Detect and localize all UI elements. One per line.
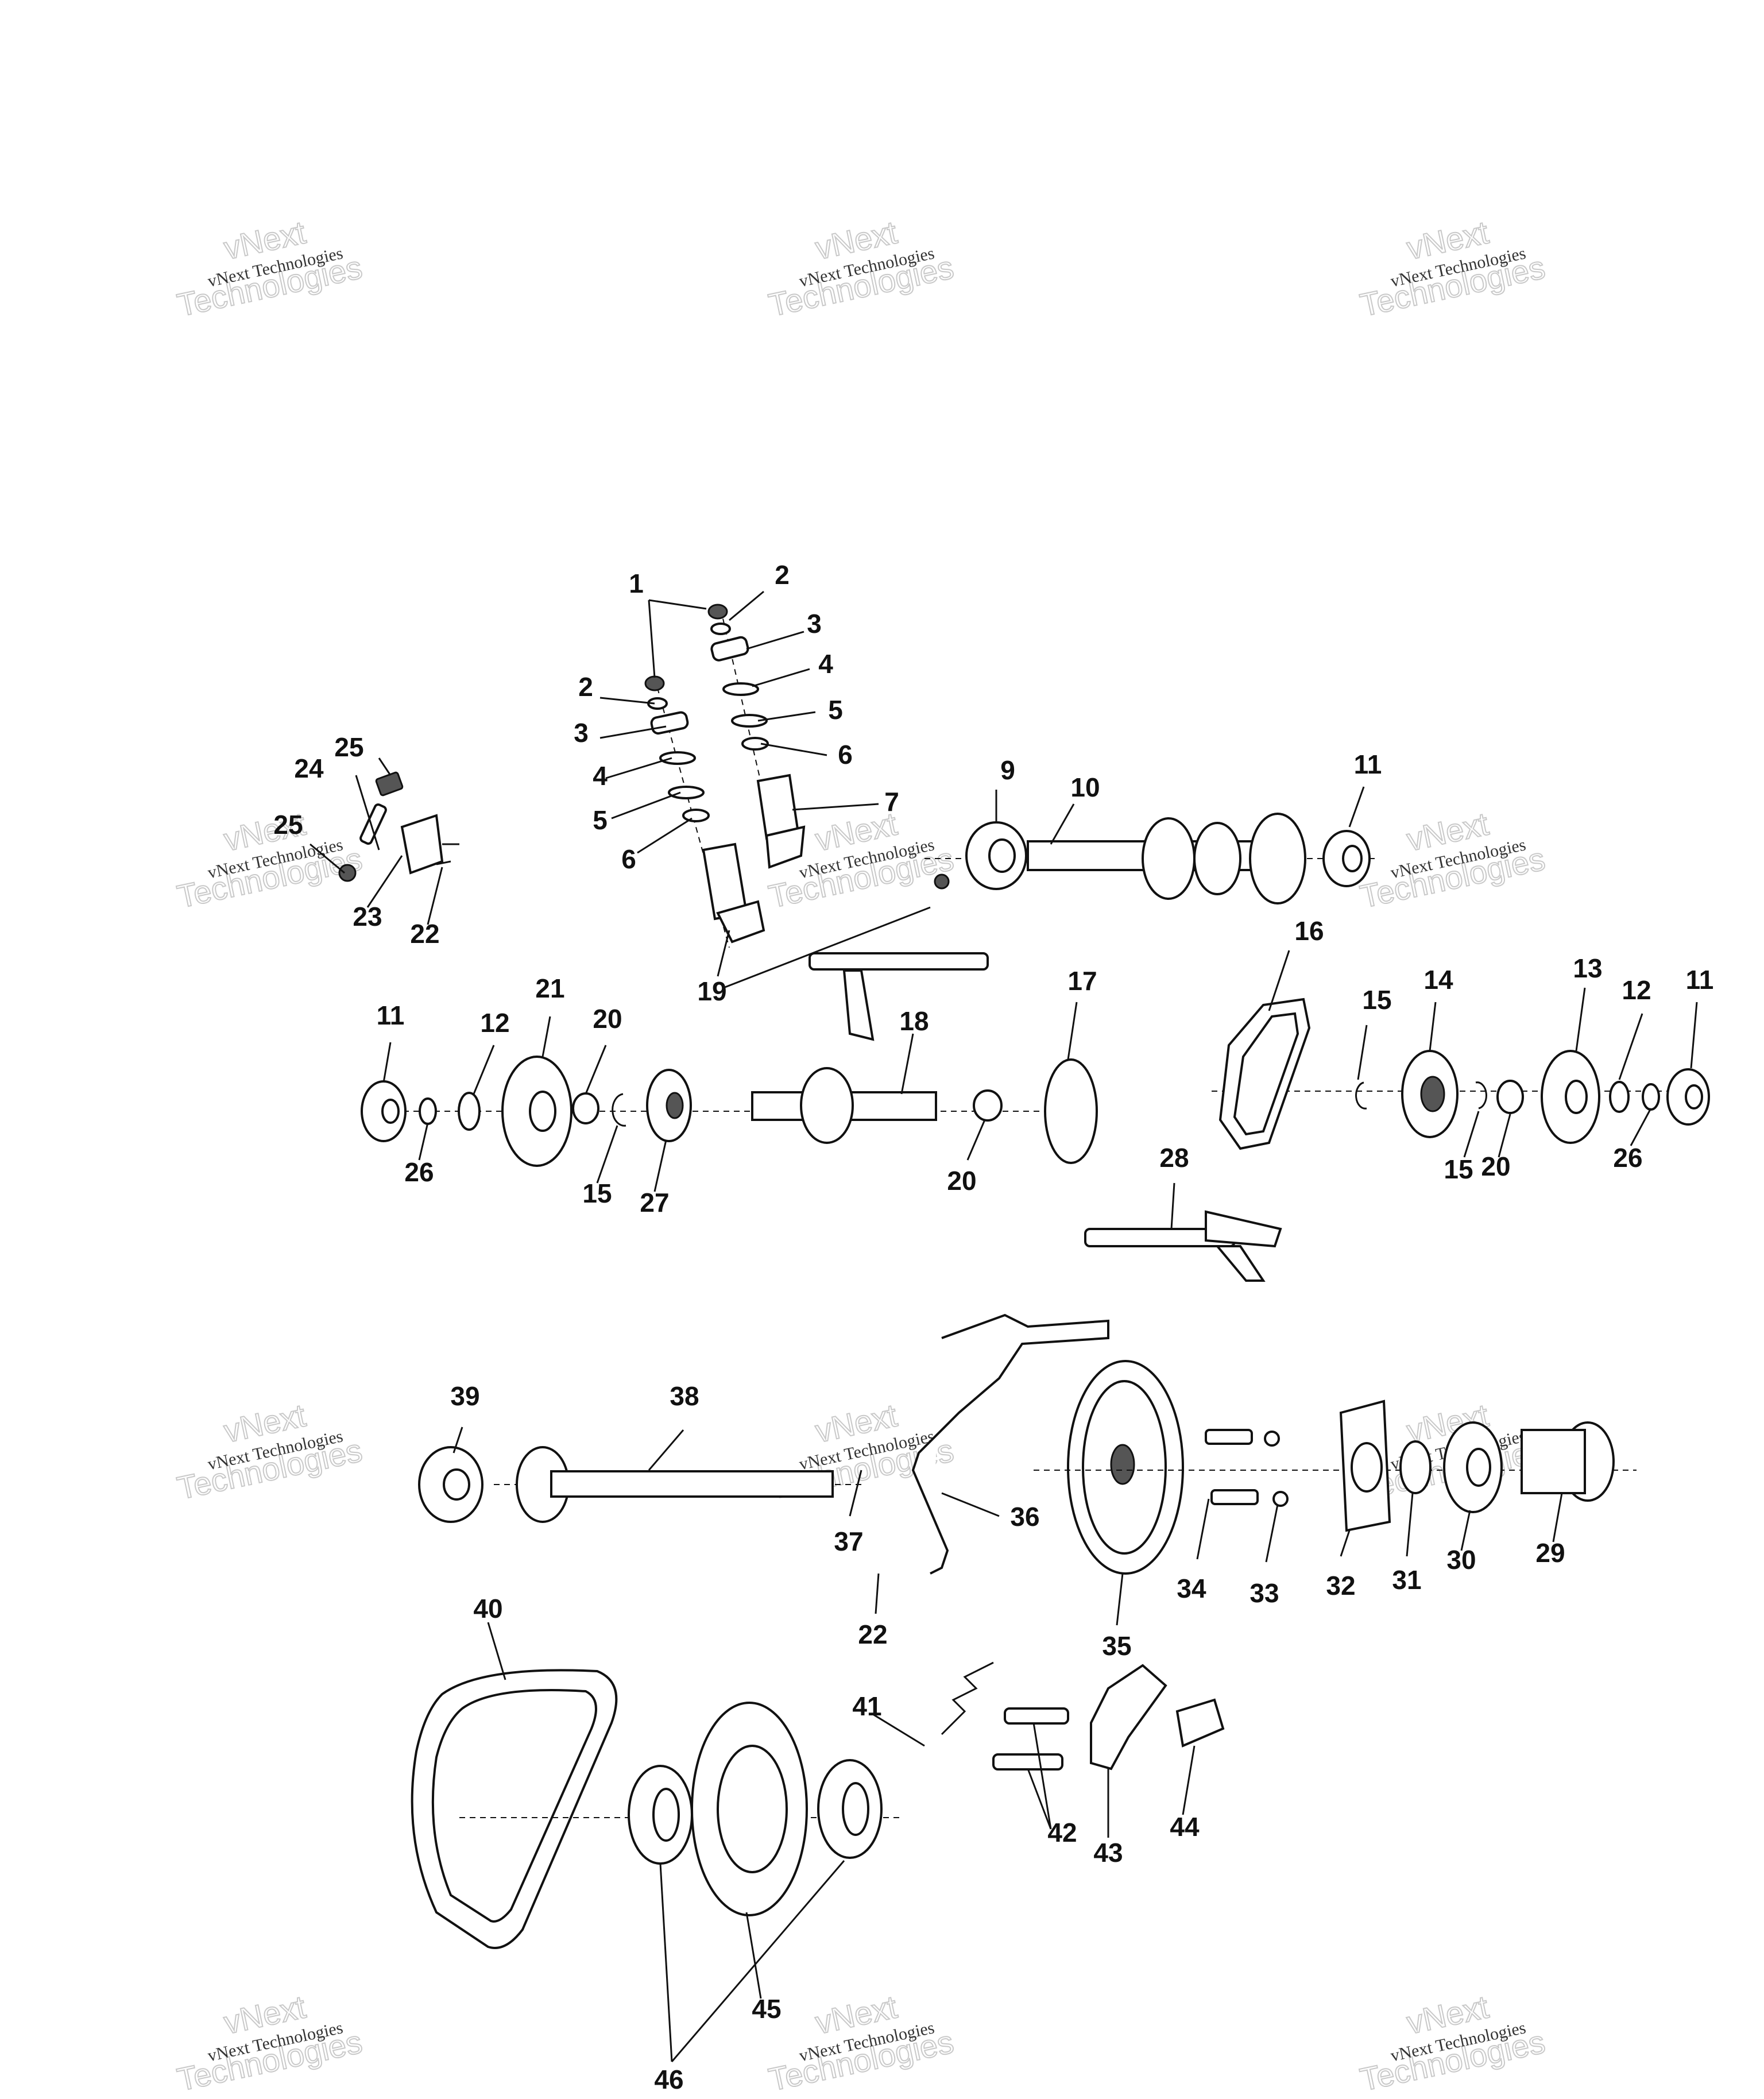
callout-9: 9 bbox=[1000, 755, 1015, 785]
callout-26: 26 bbox=[1613, 1143, 1642, 1173]
callout-30: 30 bbox=[1446, 1545, 1476, 1575]
callout-40: 40 bbox=[473, 1594, 502, 1623]
hub-group-29-34 bbox=[1205, 1400, 1615, 1532]
callout-14: 14 bbox=[1423, 965, 1453, 995]
detent-assembly bbox=[338, 771, 459, 882]
watermark-top-left: vNext Technologies vNext Technologies bbox=[173, 213, 366, 324]
shaft-38-39 bbox=[418, 1446, 861, 1523]
callout-7: 7 bbox=[884, 787, 899, 817]
callout-12: 12 bbox=[1622, 975, 1651, 1005]
callout-36: 36 bbox=[1010, 1502, 1039, 1532]
mainshaft-row bbox=[361, 1056, 1098, 1167]
shift-shaft-assembly-right bbox=[707, 604, 806, 869]
callout-21: 21 bbox=[535, 973, 564, 1003]
callout-18: 18 bbox=[899, 1006, 929, 1036]
callout-10: 10 bbox=[1070, 772, 1100, 802]
callout-15: 15 bbox=[1362, 985, 1391, 1015]
callout-13: 13 bbox=[1573, 953, 1602, 983]
callout-19: 19 bbox=[697, 976, 726, 1006]
callout-15: 15 bbox=[582, 1178, 612, 1208]
callout-27: 27 bbox=[640, 1188, 669, 1217]
callout-5: 5 bbox=[828, 695, 843, 725]
callout-25: 25 bbox=[334, 732, 363, 762]
callout-23: 23 bbox=[353, 902, 382, 931]
callout-41: 41 bbox=[852, 1691, 881, 1721]
callout-37: 37 bbox=[834, 1526, 863, 1556]
watermark-mid-right: vNext Technologies vNext Technologies bbox=[1356, 805, 1549, 915]
callout-4: 4 bbox=[818, 649, 833, 679]
callout-2: 2 bbox=[578, 672, 593, 702]
callout-16: 16 bbox=[1294, 916, 1324, 946]
callout-11: 11 bbox=[1686, 965, 1714, 995]
callout-29: 29 bbox=[1535, 1538, 1565, 1568]
callout-28: 28 bbox=[1159, 1143, 1189, 1173]
callout-labels: 1 2 3 4 5 6 7 2 3 4 5 6 9 10 11 19 24 25… bbox=[273, 560, 1713, 2094]
callout-3: 3 bbox=[574, 718, 589, 748]
shift-fork-28 bbox=[1084, 1210, 1282, 1282]
callout-4: 4 bbox=[593, 761, 608, 791]
callout-20: 20 bbox=[947, 1166, 976, 1196]
watermark-bottom-right: vNext Technologies vNext Technologies bbox=[1356, 1988, 1549, 2098]
watermark-top-center: vNext Technologies vNext Technologies bbox=[765, 213, 957, 324]
callout-46: 46 bbox=[654, 2065, 683, 2094]
callout-38: 38 bbox=[670, 1381, 699, 1411]
callout-44: 44 bbox=[1170, 1812, 1200, 1842]
callout-34: 34 bbox=[1177, 1574, 1206, 1603]
shift-shaft-assembly-left bbox=[644, 675, 765, 948]
watermark-bottom-left: vNext Technologies vNext Technologies bbox=[173, 1988, 366, 2098]
callout-20: 20 bbox=[593, 1004, 622, 1034]
bracket-36 bbox=[911, 1313, 1109, 1575]
callout-3: 3 bbox=[807, 609, 822, 639]
callout-11: 11 bbox=[1354, 749, 1382, 779]
callout-26: 26 bbox=[404, 1157, 434, 1187]
callout-5: 5 bbox=[593, 805, 608, 835]
callout-17: 17 bbox=[1067, 966, 1097, 996]
shift-fork-upper bbox=[808, 873, 989, 1041]
gear-45-bearings-46 bbox=[459, 1702, 902, 1916]
watermark-mid-left: vNext Technologies vNext Technologies bbox=[173, 805, 366, 915]
callout-12: 12 bbox=[480, 1008, 509, 1038]
callout-25: 25 bbox=[273, 810, 303, 840]
watermark-low-left: vNext Technologies vNext Technologies bbox=[173, 1396, 366, 1507]
callout-32: 32 bbox=[1326, 1571, 1355, 1601]
countershaft-assembly bbox=[924, 813, 1378, 904]
callout-45: 45 bbox=[752, 1994, 781, 2024]
callout-31: 31 bbox=[1392, 1565, 1421, 1595]
callout-20: 20 bbox=[1481, 1151, 1510, 1181]
callout-22: 22 bbox=[410, 919, 439, 949]
parts-41-44 bbox=[941, 1661, 1225, 1771]
differential-row bbox=[1212, 998, 1710, 1150]
leader-lines bbox=[310, 590, 1698, 2062]
gear-35 bbox=[1034, 1360, 1637, 1575]
callout-39: 39 bbox=[450, 1381, 479, 1411]
callout-1: 1 bbox=[629, 569, 644, 598]
callout-22: 22 bbox=[858, 1619, 887, 1649]
callout-6: 6 bbox=[838, 740, 853, 770]
callout-35: 35 bbox=[1102, 1631, 1131, 1661]
callout-15: 15 bbox=[1444, 1154, 1473, 1184]
callout-11: 11 bbox=[377, 1000, 405, 1030]
callout-43: 43 bbox=[1093, 1838, 1123, 1868]
watermark-bottom-center: vNext Technologies vNext Technologies bbox=[765, 1988, 957, 2098]
callout-2: 2 bbox=[775, 560, 790, 590]
callout-6: 6 bbox=[621, 844, 636, 874]
callout-24: 24 bbox=[294, 753, 324, 783]
watermark-top-right: vNext Technologies vNext Technologies bbox=[1356, 213, 1549, 324]
belt-40 bbox=[411, 1669, 618, 1949]
callout-42: 42 bbox=[1047, 1818, 1077, 1847]
callout-33: 33 bbox=[1250, 1578, 1279, 1608]
